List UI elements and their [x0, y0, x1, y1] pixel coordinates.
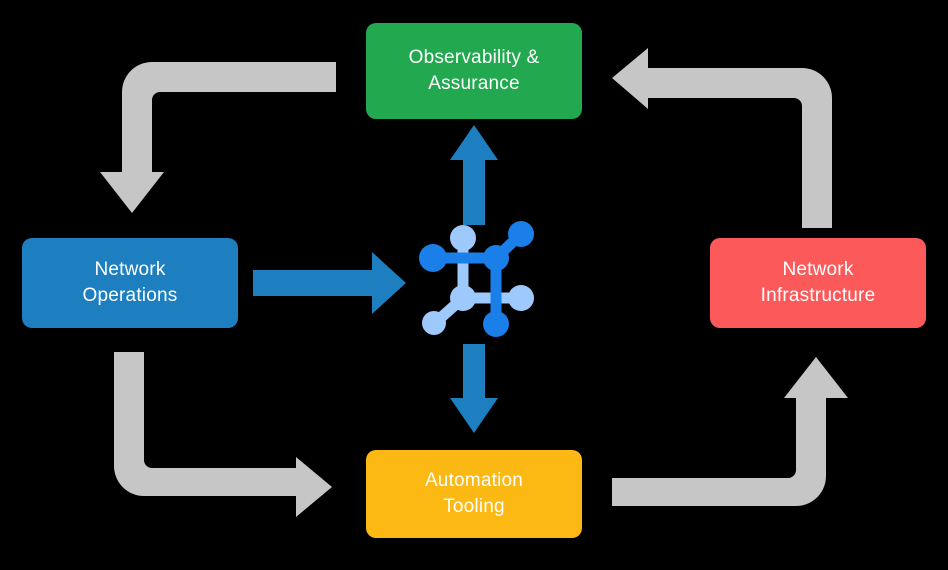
gray-arrow-automation-to-netinfra-shape	[612, 357, 848, 506]
blue-arrow-center-to-observability	[450, 125, 498, 225]
gray-arrow-netops-to-automation	[114, 352, 332, 517]
node-network-infrastructure[interactable]: Network Infrastructure	[710, 238, 926, 328]
blue-arrow-netops-to-center	[253, 252, 406, 314]
node-netinfra-line2: Infrastructure	[760, 285, 876, 306]
node-netops-line2: Operations	[82, 285, 178, 306]
node-automation-line1: Automation	[424, 470, 524, 492]
network-icon-light-nodes	[422, 225, 534, 335]
node-observability-line1: Observability &	[408, 47, 540, 69]
node-netinfra-line1: Network	[782, 259, 854, 281]
blue-arrow-center-to-automation	[450, 344, 498, 433]
node-observability-line2: Assurance	[428, 73, 520, 94]
node-netops-line1: Network	[94, 259, 166, 281]
node-network-operations[interactable]: Network Operations	[22, 238, 238, 328]
gray-arrow-observability-to-netops	[100, 62, 336, 213]
node-automation-tooling[interactable]: Automation Tooling	[366, 450, 582, 538]
node-observability-assurance[interactable]: Observability & Assurance	[366, 23, 582, 119]
gray-arrow-netinfra-to-observability	[612, 48, 832, 228]
network-icon-dark-nodes	[419, 221, 534, 337]
node-automation-line2: Tooling	[443, 496, 505, 517]
